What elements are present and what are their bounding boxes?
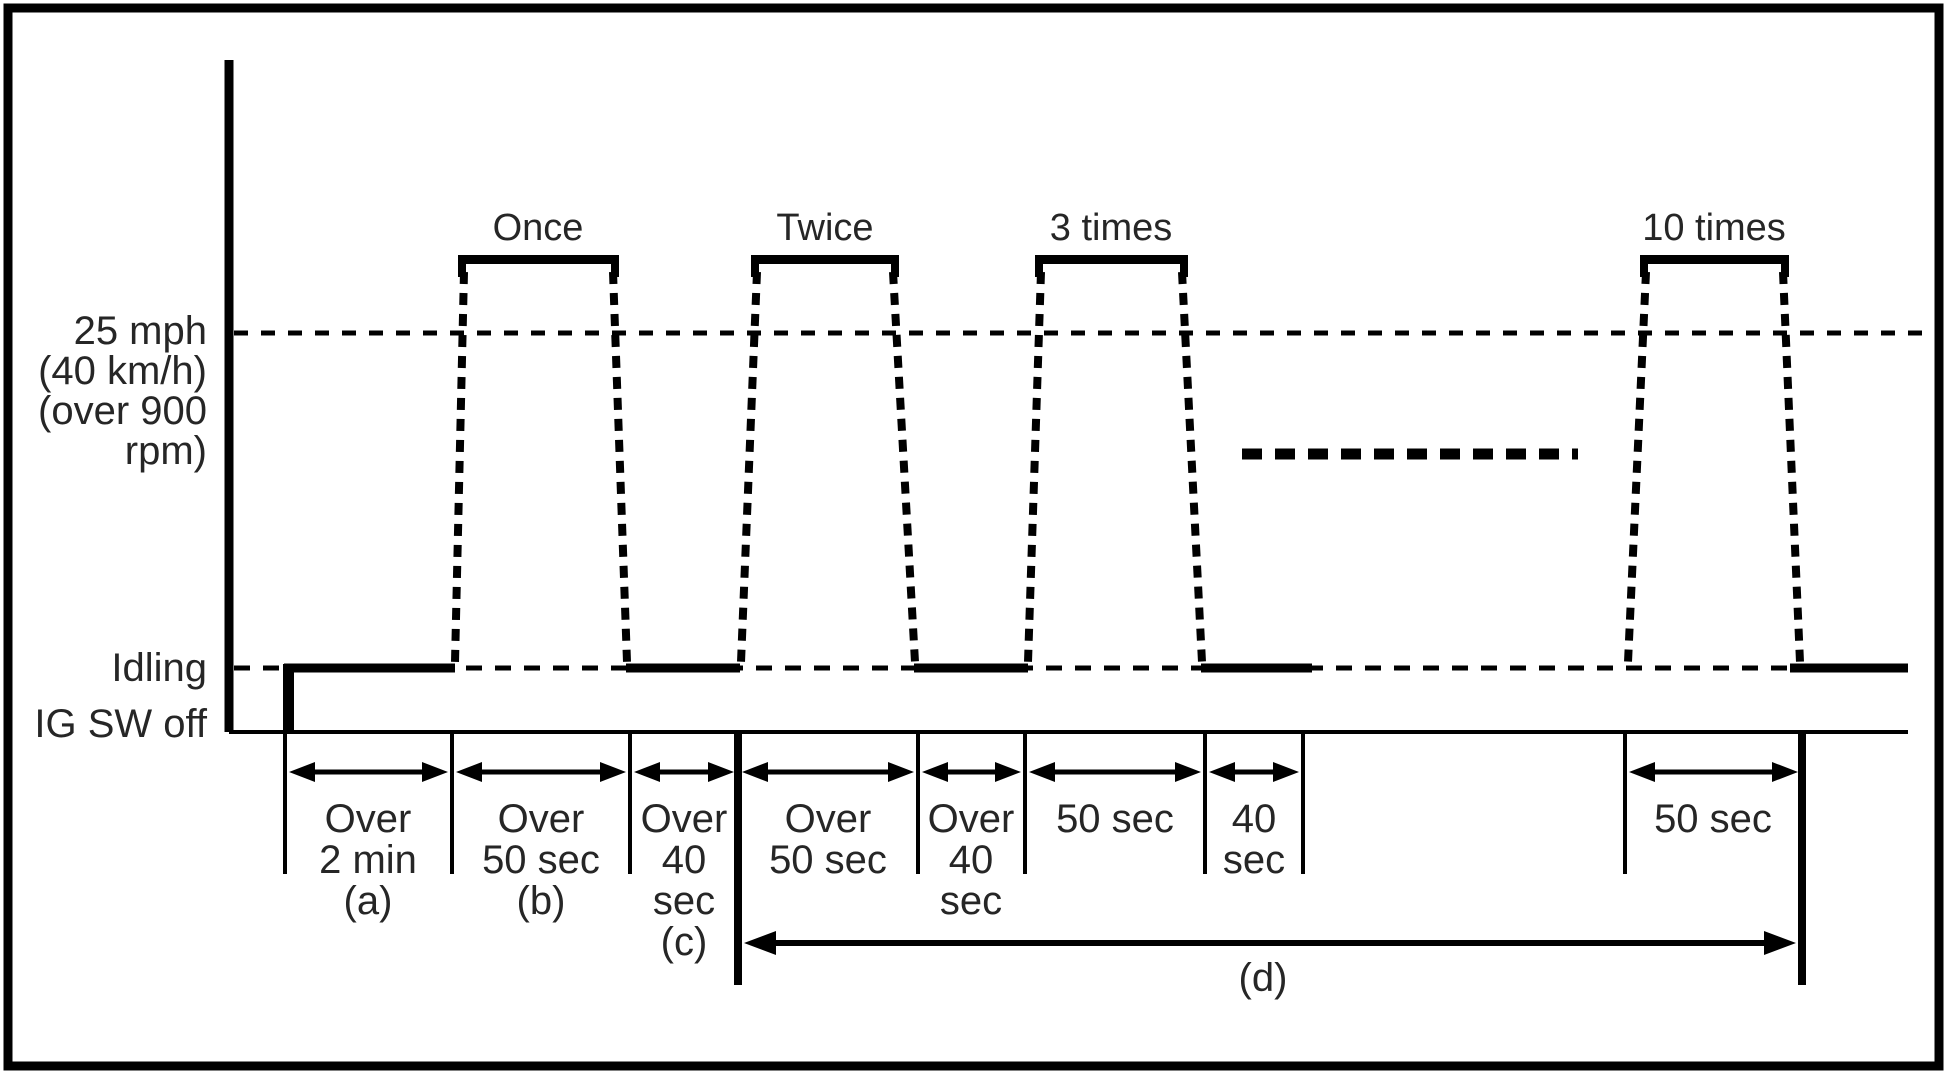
speed-threshold-label-line: (40 km/h) (38, 349, 207, 393)
pulse-top-bar (1035, 255, 1188, 264)
arrowhead-right (1772, 762, 1798, 782)
arrowhead-left (1029, 762, 1055, 782)
interval-label-50-sec: 50 sec (1056, 797, 1174, 841)
interval-label-b: Over 50 sec (b) (482, 797, 600, 923)
pulse-twice: Twice (737, 207, 919, 663)
figure-border (3, 3, 1944, 1071)
arrowhead-left (922, 762, 948, 782)
interval-label-over-40-sec: Over 40 sec (928, 797, 1015, 923)
arrowhead-right (708, 762, 734, 782)
arrowhead-left (289, 762, 315, 782)
pulse-falling-edge-dotted (889, 271, 919, 663)
arrowhead-right (600, 762, 626, 782)
engine-start-riser (283, 664, 294, 732)
interval-label-50-sec-right: 50 sec (1654, 797, 1772, 841)
interval-label-over-50-sec: Over 50 sec (769, 797, 887, 882)
interval-label-line: 40 (662, 838, 707, 882)
y-axis-labels: 25 mph (40 km/h) (over 900 rpm) Idling I… (34, 309, 208, 746)
arrowhead-right (1764, 931, 1796, 955)
arrowhead-left (634, 762, 660, 782)
pulse-top-bar-left-hook (1035, 264, 1043, 277)
interval-label-line: (b) (517, 879, 566, 923)
interval-label-line: 50 sec (1654, 797, 1772, 841)
pulse-top-bar (458, 255, 619, 264)
interval-label-line: 40 (1232, 797, 1277, 841)
pulse-top-bar-right-hook (1180, 264, 1188, 277)
interval-label-line: 2 min (319, 838, 417, 882)
pulse-count-label: Once (493, 207, 584, 249)
pulse-3-times: 3 times (1024, 207, 1206, 663)
pulse-rising-edge-dotted (1624, 271, 1650, 663)
arrowhead-left (456, 762, 482, 782)
interval-label-line: 50 sec (769, 838, 887, 882)
speed-threshold-label-line: 25 mph (74, 309, 207, 353)
arrowhead-left (742, 762, 768, 782)
interval-labels: Over 2 min (a) Over 50 sec (b) Over 40 s… (319, 797, 1772, 1000)
interval-label-a: Over 2 min (a) (319, 797, 417, 923)
speed-threshold-label-line: rpm) (125, 429, 207, 473)
pulse-top-bar (751, 255, 899, 264)
pulse-top-bar (1640, 255, 1789, 264)
pulse-falling-edge-dotted (1178, 271, 1206, 663)
speed-threshold-label-line: (over 900 (38, 389, 207, 433)
interval-label-line: sec (653, 879, 715, 923)
pulse-top-bar-right-hook (611, 264, 619, 277)
pulse-top-bar-left-hook (1640, 264, 1648, 277)
interval-label-40-sec: 40 sec (1223, 797, 1285, 882)
arrowhead-right (995, 762, 1021, 782)
interval-label-line: sec (1223, 838, 1285, 882)
pulse-falling-edge-dotted (1779, 271, 1804, 663)
pulse-count-label: 10 times (1642, 207, 1786, 249)
arrowhead-right (1175, 762, 1201, 782)
overall-interval-label: (d) (1239, 956, 1288, 1000)
interval-label-c: Over 40 sec (c) (641, 797, 728, 964)
pulse-top-bar-left-hook (751, 264, 759, 277)
interval-label-line: Over (928, 797, 1015, 841)
interval-label-line: Over (325, 797, 412, 841)
interval-ticks (283, 732, 1806, 985)
pulse-falling-edge-dotted (609, 271, 631, 663)
pulse-rising-edge-dotted (737, 271, 761, 663)
interval-label-line: 50 sec (1056, 797, 1174, 841)
arrowhead-right (888, 762, 914, 782)
pulse-10-times: 10 times (1624, 207, 1804, 663)
pulse-rising-edge-dotted (451, 271, 468, 663)
interval-label-line: 50 sec (482, 838, 600, 882)
interval-label-line: Over (785, 797, 872, 841)
pulse-top-bar-right-hook (1781, 264, 1789, 277)
interval-label-line: 40 (949, 838, 994, 882)
arrowhead-right (1273, 762, 1299, 782)
interval-dimension-arrows (289, 762, 1798, 782)
arrowhead-left (1209, 762, 1235, 782)
interval-label-line: (c) (661, 920, 708, 964)
interval-label-line: Over (498, 797, 585, 841)
pulse-rising-edge-dotted (1024, 271, 1045, 663)
interval-label-line: sec (940, 879, 1002, 923)
arrowhead-left (744, 931, 776, 955)
pulse-count-label: 3 times (1050, 207, 1172, 249)
overall-interval-arrow (744, 931, 1796, 955)
pulse-top-bar-right-hook (891, 264, 899, 277)
pulse-once: Once (451, 207, 631, 663)
arrowhead-left (1629, 762, 1655, 782)
ig-sw-off-label: IG SW off (34, 702, 208, 746)
interval-label-line: (a) (344, 879, 393, 923)
idling-label: Idling (111, 646, 207, 690)
pulse-top-bar-left-hook (458, 264, 466, 277)
arrowhead-right (422, 762, 448, 782)
pulse-count-label: Twice (776, 207, 873, 249)
interval-label-line: Over (641, 797, 728, 841)
